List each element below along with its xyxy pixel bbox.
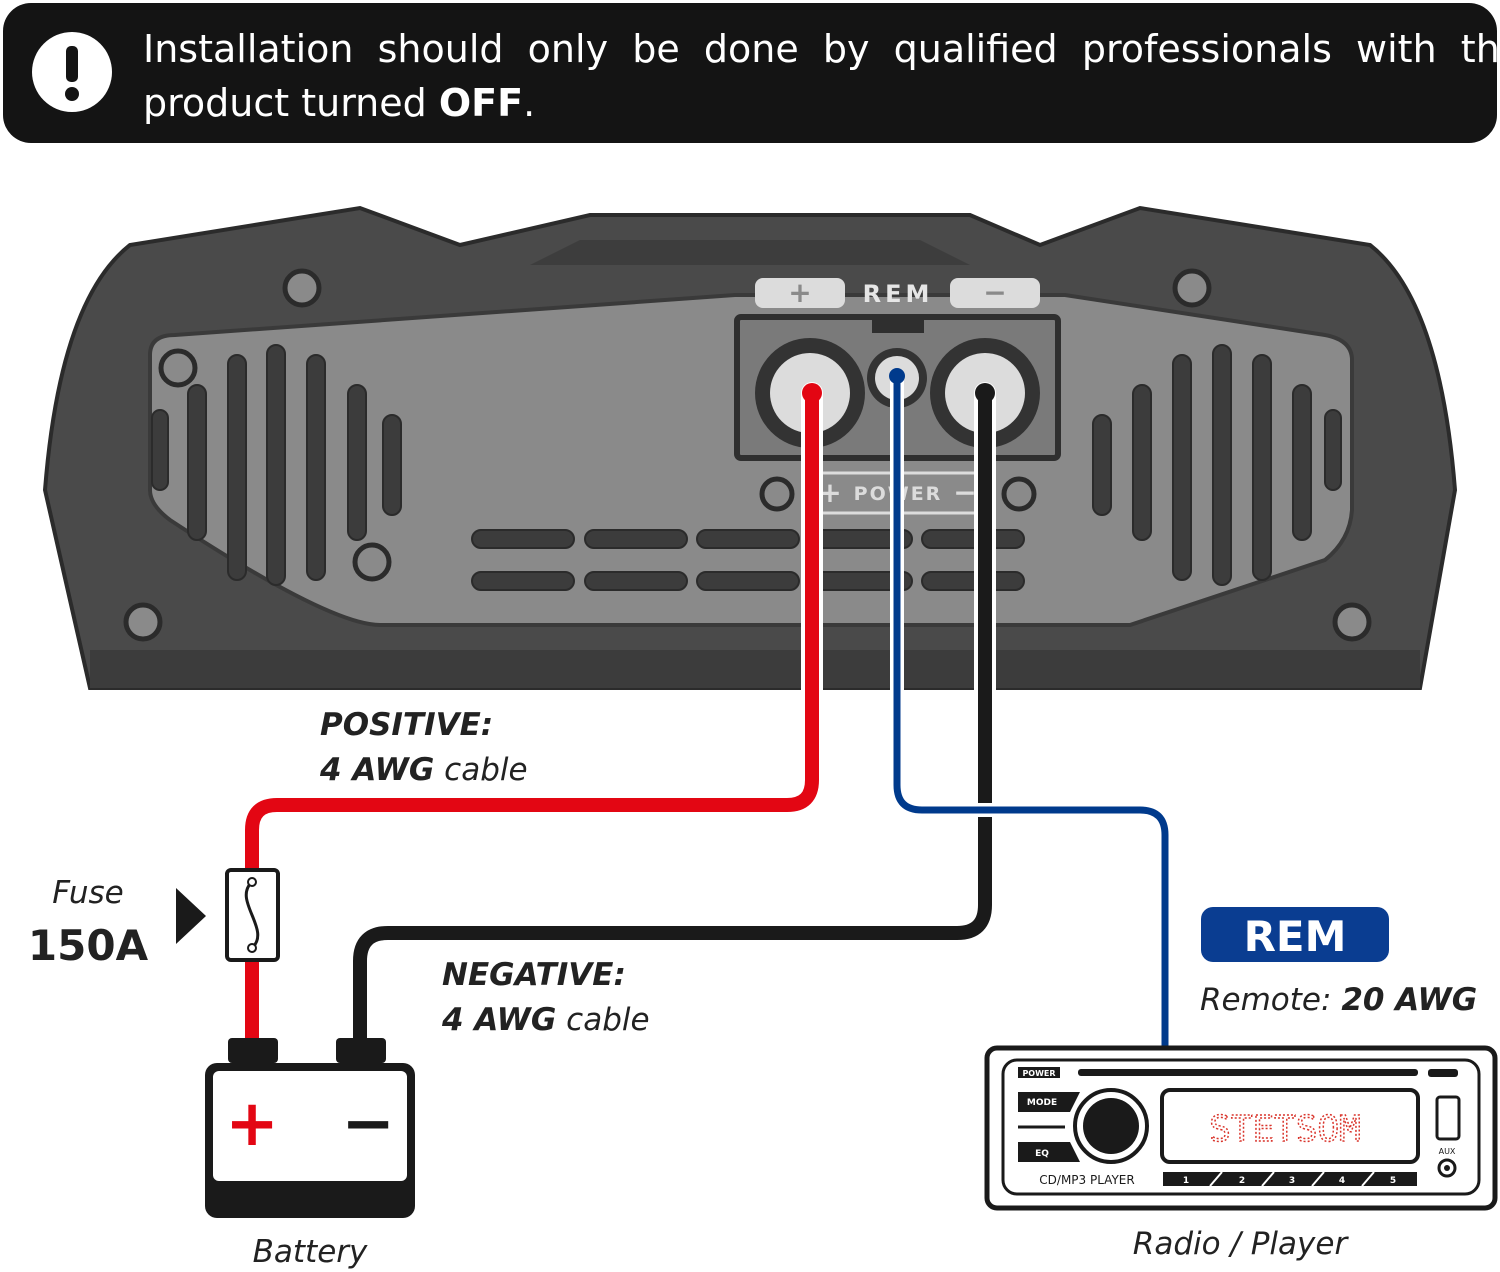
screw-icon xyxy=(1001,476,1037,512)
preset-2: 2 xyxy=(1239,1176,1245,1186)
svg-text:−: − xyxy=(953,476,976,509)
battery-label: Battery xyxy=(253,1234,368,1270)
svg-text:MODE: MODE xyxy=(1027,1098,1057,1108)
fuse-icon xyxy=(225,868,280,962)
usb-icon xyxy=(1435,1095,1461,1141)
radio-display xyxy=(1160,1088,1420,1164)
negative-gauge: 4 AWG cable xyxy=(441,1002,650,1038)
screw-icon xyxy=(1332,602,1372,642)
svg-text:−: − xyxy=(341,1087,395,1161)
battery-icon: + − xyxy=(205,1038,415,1218)
screw-icon xyxy=(352,542,392,582)
rem-badge xyxy=(1201,907,1389,962)
preset-1: 1 xyxy=(1183,1176,1189,1186)
exclamation-icon xyxy=(32,32,112,112)
preset-3: 3 xyxy=(1289,1176,1295,1186)
warning-line-2: product turned OFF. xyxy=(143,81,535,125)
fuse-rating: 150A xyxy=(28,921,149,970)
svg-text:+: + xyxy=(788,276,811,309)
preset-5: 5 xyxy=(1390,1176,1396,1186)
screw-icon xyxy=(1172,268,1212,308)
preset-4: 4 xyxy=(1339,1176,1345,1186)
svg-text:AUX: AUX xyxy=(1439,1147,1456,1156)
arrow-right-icon xyxy=(176,888,206,944)
amplifier: + REM − + POWER − xyxy=(42,205,1458,690)
screw-icon xyxy=(282,268,322,308)
radio-player: POWER MODE EQ STETSOM CD/MP3 PLAYER 1 2 … xyxy=(984,1045,1498,1211)
rem-plus-tab xyxy=(755,278,845,308)
screw-icon xyxy=(759,476,795,512)
screw-icon xyxy=(158,348,198,388)
radio-display-text: STETSOM xyxy=(1209,1109,1361,1150)
screw-icon xyxy=(123,602,163,642)
rem-minus-tab xyxy=(950,278,1040,308)
fuse-label: Fuse xyxy=(52,875,123,911)
positive-wire xyxy=(245,386,819,1045)
negative-title: NEGATIVE: xyxy=(442,957,626,993)
radio-model: CD/MP3 PLAYER xyxy=(1039,1173,1134,1187)
positive-gauge: 4 AWG cable xyxy=(319,752,528,788)
svg-text:EQ: EQ xyxy=(1035,1149,1049,1159)
eject-icon xyxy=(1428,1069,1458,1077)
warning-banner: Installation should only be done by qual… xyxy=(3,3,1500,143)
warning-line-1: Installation should only be done by qual… xyxy=(143,27,1500,71)
positive-title: POSITIVE: xyxy=(320,707,493,743)
svg-text:POWER: POWER xyxy=(1022,1069,1055,1078)
remote-wire xyxy=(893,374,1169,1052)
radio-label: Radio / Player xyxy=(1133,1226,1350,1262)
remote-gauge: Remote: 20 AWG xyxy=(1200,982,1477,1018)
svg-text:+: + xyxy=(818,476,841,509)
rem-label: REM xyxy=(863,280,934,308)
svg-text:+: + xyxy=(225,1087,279,1161)
negative-wire xyxy=(353,386,992,1045)
rem-badge-text: REM xyxy=(1244,912,1347,961)
svg-text:−: − xyxy=(983,276,1006,309)
